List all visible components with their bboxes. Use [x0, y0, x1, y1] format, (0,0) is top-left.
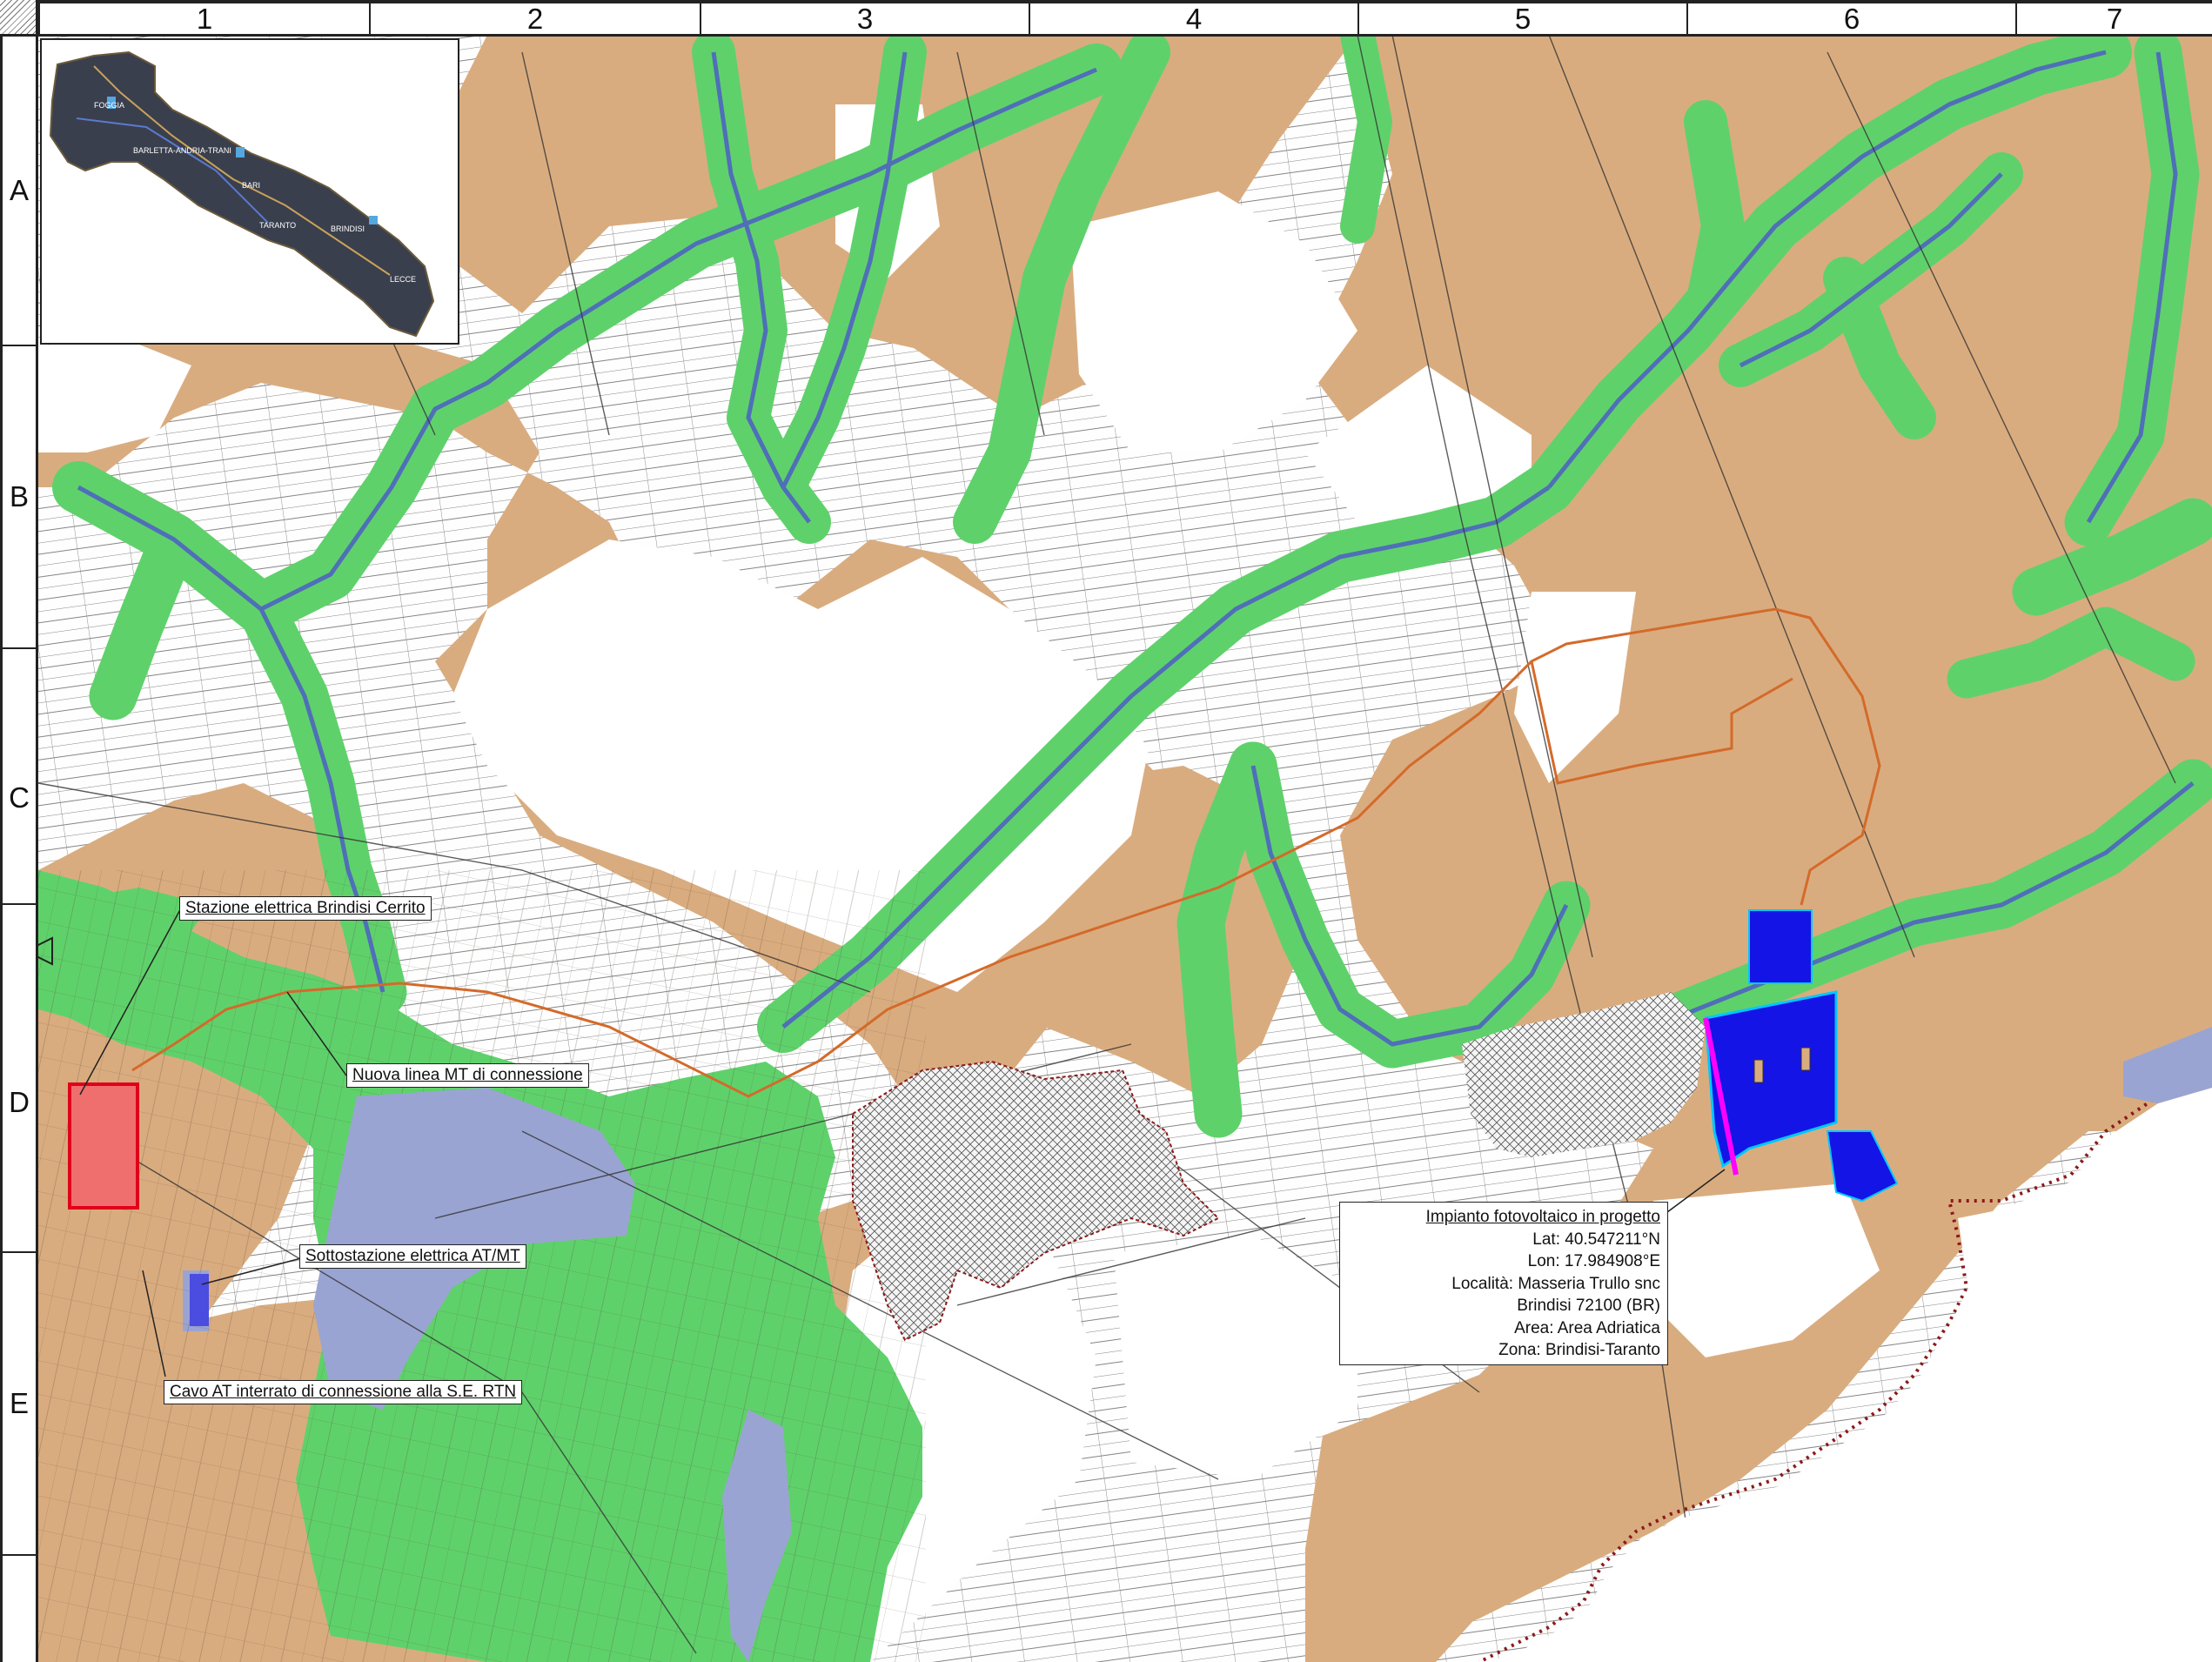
connection-line-mt-loop: [1530, 660, 1793, 785]
coastline: [1478, 1077, 2212, 1662]
grid-col-4: 4: [1029, 2, 1357, 35]
frame-outer-left: [0, 0, 3, 1662]
grid-col-5: 5: [1357, 2, 1686, 35]
inset-label-foggia: FOGGIA: [94, 101, 124, 110]
pv-field-main[interactable]: [1704, 990, 1838, 1169]
project-info-box[interactable]: Impianto fotovoltaico in progetto Lat: 4…: [1339, 1202, 1668, 1365]
rivers: [77, 50, 2195, 1047]
pv-field-south[interactable]: [1826, 1130, 1899, 1203]
grid-row-divider: [0, 345, 38, 346]
inset-locator-map[interactable]: FOGGIA BARLETTA-ANDRIA-TRANI BARI TARANT…: [40, 38, 459, 345]
grid-row-divider: [0, 647, 38, 649]
callout-linea-mt[interactable]: Nuova linea MT di connessione: [346, 1063, 589, 1088]
grid-row-divider: [0, 903, 38, 905]
inset-label-brindisi: BRINDISI: [331, 225, 365, 233]
stazione-elettrica-area[interactable]: [68, 1082, 139, 1210]
pv-plant[interactable]: [1703, 909, 1899, 1203]
connection-line-mt[interactable]: [131, 607, 1881, 1098]
inset-region-shape: FOGGIA BARLETTA-ANDRIA-TRANI BARI TARANT…: [42, 40, 458, 343]
project-lon: Lon: 17.984908°E: [1527, 1252, 1660, 1270]
project-zona: Zona: Brindisi-Taranto: [1498, 1341, 1660, 1359]
callout-stazione-elettrica[interactable]: Stazione elettrica Brindisi Cerrito: [179, 896, 432, 921]
frame-outer-top: [0, 0, 2212, 3]
callout-sottostazione[interactable]: Sottostazione elettrica AT/MT: [299, 1244, 526, 1269]
grid-row-d: D: [9, 1086, 30, 1118]
project-address: Brindisi 72100 (BR): [1517, 1297, 1660, 1315]
grid-row-b: B: [9, 480, 29, 513]
project-title: Impianto fotovoltaico in progetto: [1425, 1208, 1660, 1226]
project-localita: Località: Masseria Trullo snc: [1451, 1274, 1660, 1293]
pv-field-north[interactable]: [1748, 909, 1813, 984]
inset-label-taranto: TARANTO: [259, 221, 296, 230]
project-lat: Lat: 40.547211°N: [1532, 1230, 1660, 1249]
grid-frame-top: [0, 0, 2212, 37]
coastal-lavender: [2123, 1027, 2212, 1103]
project-area: Area: Area Adriatica: [1514, 1318, 1660, 1337]
pv-perimeter: [1703, 1017, 1739, 1176]
grid-row-a: A: [9, 174, 29, 206]
pv-inverter-2: [1800, 1047, 1811, 1071]
grid-col-6: 6: [1686, 2, 2015, 35]
grid-col-1: 1: [38, 2, 369, 35]
urban-area-east[interactable]: [1462, 992, 1706, 1157]
grid-row-divider: [0, 1251, 38, 1253]
grid-corner: [0, 0, 38, 37]
pv-inverter-1: [1753, 1059, 1764, 1083]
sea: [1488, 1088, 2212, 1662]
grid-row-c: C: [9, 781, 30, 814]
inset-label-lecce: LECCE: [390, 275, 416, 284]
grid-row-divider: [0, 1554, 38, 1556]
north-arrow-marker: [23, 936, 53, 966]
grid-col-3: 3: [700, 2, 1029, 35]
inset-label-bat: BARLETTA-ANDRIA-TRANI: [133, 146, 231, 155]
callout-cavo-at[interactable]: Cavo AT interrato di connessione alla S.…: [164, 1380, 523, 1404]
grid-col-7: 7: [2015, 2, 2212, 35]
leader-lines: [79, 904, 1726, 1377]
inset-label-bari: BARI: [242, 181, 260, 190]
grid-col-2: 2: [369, 2, 700, 35]
grid-frame-left: [0, 0, 38, 1662]
grid-row-e: E: [9, 1387, 29, 1419]
sottostazione-area[interactable]: [190, 1274, 209, 1326]
urban-area-center[interactable]: [852, 1060, 1220, 1342]
